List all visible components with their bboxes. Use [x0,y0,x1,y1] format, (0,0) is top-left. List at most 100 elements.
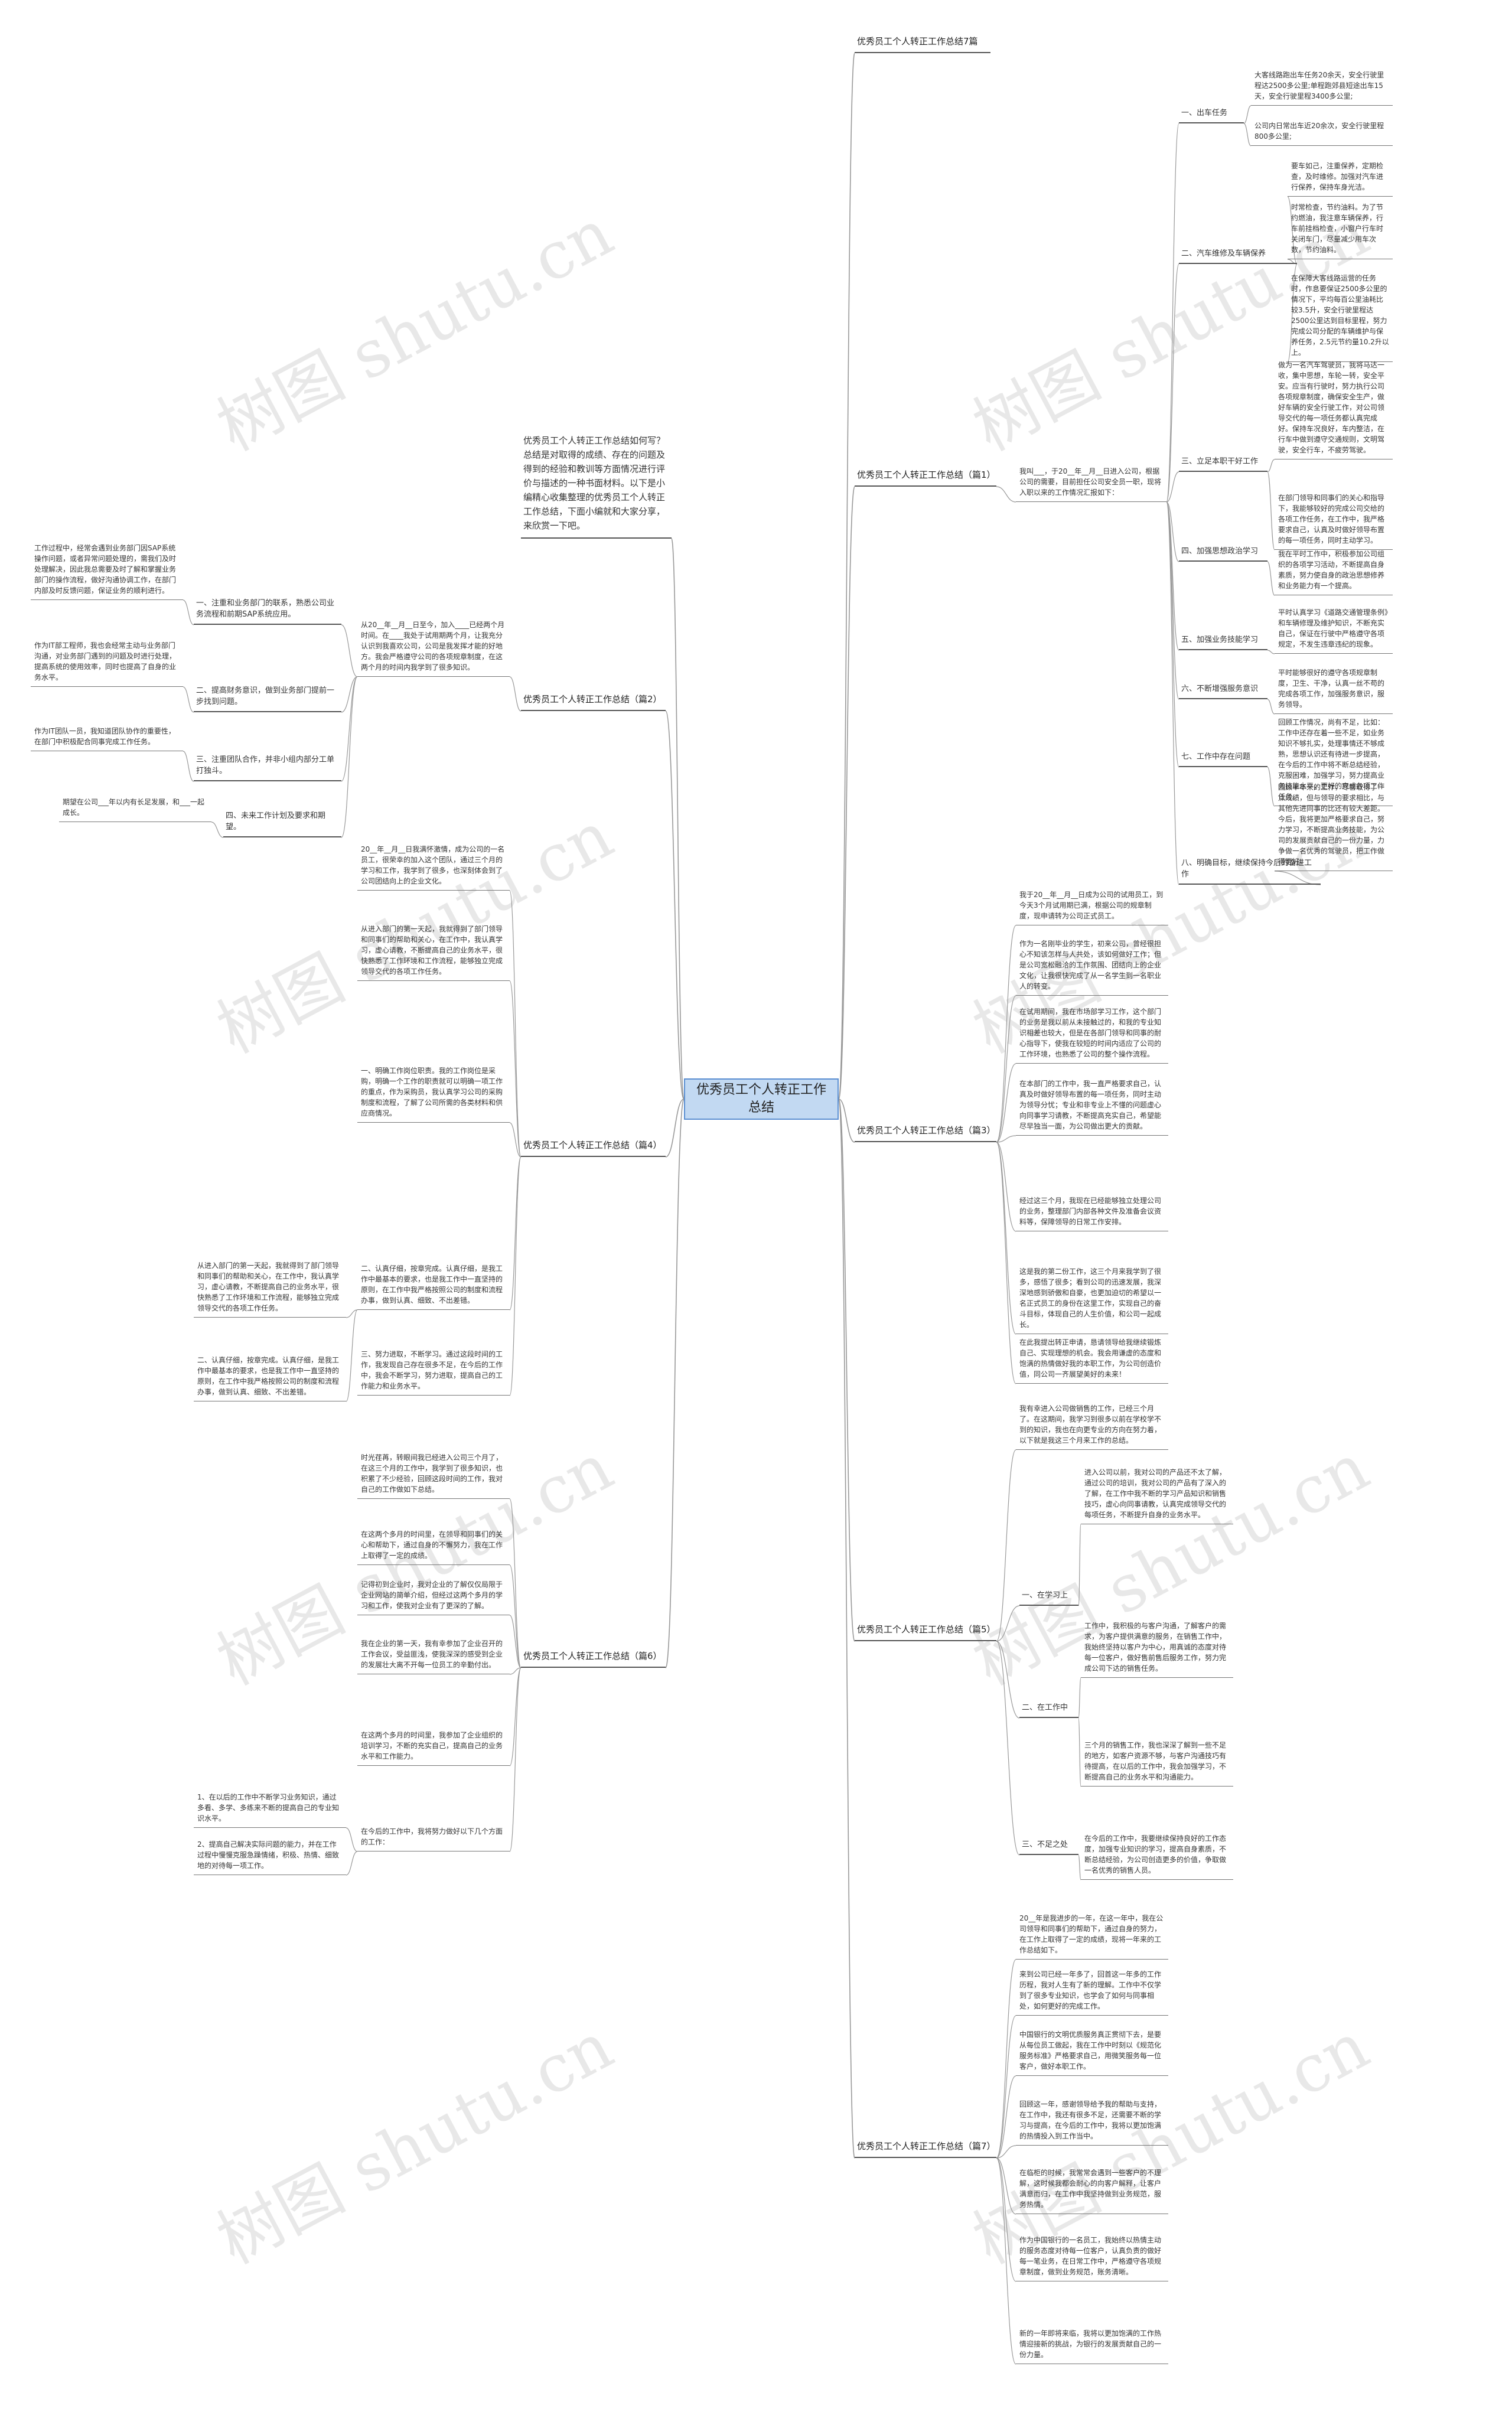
a1-leaf-1-2: 公司内日常出车近20余次，安全行驶里程800多公里; [1251,118,1393,146]
connector-line [346,1827,358,1852]
a5-leaf-3-1: 在今后的工作中，我要继续保持良好的工作态度，加强专业知识的学习，提高自身素质，不… [1081,1831,1233,1880]
connector-line [509,1667,522,1675]
connector-line [996,1142,1016,1232]
connector-line [346,1309,358,1318]
a7-leaf-4: 回顾这一年，感谢领导给予我的帮助与支持，在工作中，我还有很多不足，还需要不断的学… [1016,2097,1168,2146]
branch-label: 优秀员工个人转正工作总结（篇2） [521,691,666,711]
connector-line [838,53,855,1100]
connector-line [838,1098,855,2159]
connector-line [341,676,358,838]
connector-line [996,1142,1016,1335]
a1-leaf-5-1: 平时认真学习《道路交通管理条例》和车辆修理及维护知识，不断充实自己，保证在行驶中… [1275,605,1393,654]
a2-sub-2[interactable]: 二、提高财务意识，做到业务部门提前一步找到问题。 [194,684,341,712]
a6-leaf-3: 记得初到企业时，我对企业的了解仅仅局限于企业网站的简单介绍，但经过这两个多月的学… [357,1577,510,1615]
a2-sub-4[interactable]: 四、未来工作计划及要求和期望。 [223,809,341,837]
a6-leaf-5: 在这两个多月的时间里，我参加了企业组织的培训学习，不断的充实自己，提高自己的业务… [357,1727,510,1766]
connector-line [996,1142,1016,1384]
branch-article-1[interactable]: 优秀员工个人转正工作总结（篇1） [855,467,996,487]
connector-line [996,2157,1016,2365]
connector-line [838,1098,855,1143]
a7-leaf-2: 来到公司已经一年多了，回首这一年多的工作历程，我对人生有了新的理解。工作中不仅学… [1016,1967,1168,2016]
a5-sub-2[interactable]: 二、在工作中 [1019,1701,1078,1718]
branch-label: 优秀员工个人转正工作总结（篇4） [521,1137,666,1157]
a1-sub-6[interactable]: 六、不断增强服务意识 [1179,682,1267,699]
a1-sub-2[interactable]: 二、汽车维修及车辆保养 [1179,247,1297,264]
connector-line [1166,501,1179,885]
a3-leaf-4: 在本部门的工作中，我一直严格要求自己，认真及时做好领导布置的每一项任务，同时主动… [1016,1076,1168,1136]
a6-sub-2: 2、提高自己解决实际问题的能力，并在工作过程中慢慢克服急躁情绪，积极、热情、细致… [194,1837,346,1875]
intro-summary: 优秀员工个人转正工作总结如何写？总结是对取得的成绩、存在的问题及得到的经验和教训… [521,430,672,539]
connector-line [1166,501,1179,768]
a1-sub-5[interactable]: 五、加强业务技能学习 [1179,633,1267,650]
a6-leaf-2: 在这两个多月的时间里，在领导和同事们的关心和帮助下，通过自身的不懈努力，我在工作… [357,1527,510,1565]
a1-sub-7[interactable]: 七、工作中存在问题 [1179,750,1267,767]
connector-line [509,676,522,712]
a7-leaf-6: 作为中国银行的一名员工，我始终以热情主动的服务态度对待每一位客户，认真负责的做好… [1016,2232,1168,2281]
a6-leaf-6: 在今后的工作中，我将努力做好以下几个方面的工作： [357,1824,510,1851]
a5-leaf-1-1: 进入公司以前，我对公司的产品还不太了解，通过公司的培训，我对公司的产品有了深入的… [1081,1465,1233,1524]
a1-sub-8[interactable]: 八、明确目标，继续保持今后的奋进工作 [1179,856,1321,885]
a2-leaf-3-1: 作为IT团队一员，我知道团队协作的重要性，在部门中积极配合同事完成工作任务。 [31,723,183,751]
connector-line [346,1851,358,1876]
connector-line [996,2157,1016,2215]
connector-line [1287,263,1298,363]
connector-line [1243,123,1252,146]
connector-line [996,1135,1016,1143]
a1-sub-1[interactable]: 一、出车任务 [1179,106,1244,123]
a5-sub-3[interactable]: 三、不足之处 [1019,1838,1078,1855]
branch-article-4[interactable]: 优秀员工个人转正工作总结（篇4） [521,1137,666,1157]
a7-leaf-3: 中国银行的文明优质服务真正贯彻下去，是要从每位员工做起，我在工作中时刻以《规范化… [1016,2027,1168,2076]
a1-leaf-1-1: 大客线路跑出车任务20余天，安全行驶里程达2500多公里;单程跑郊县短途出车15… [1251,67,1393,106]
connector-line [996,1449,1016,1642]
a1-sub-4[interactable]: 四、加强思想政治学习 [1179,545,1267,562]
connector-line [509,1498,522,1668]
connector-line [665,710,685,1100]
connector-line [996,1641,1020,1856]
connector-line [341,676,358,782]
connector-line [1166,501,1179,562]
connector-line [509,1615,522,1668]
branch-overview[interactable]: 优秀员工个人转正工作总结7篇 [855,33,990,53]
root-topic[interactable]: 优秀员工个人转正工作总结 [684,1078,839,1120]
a4-note-1: 从进入部门的第一天起，我就得到了部门领导和同事们的帮助和关心，在工作中，我认真学… [194,1258,346,1318]
branch-article-2[interactable]: 优秀员工个人转正工作总结（篇2） [521,691,666,711]
a3-leaf-1: 我于20__年__月__日成为公司的试用员工，到今天3个月试用期已满，根据公司的… [1016,887,1168,925]
a2-sub-1[interactable]: 一、注重和业务部门的联系，熟悉公司业务流程和前期SAP系统应用。 [194,596,341,625]
a5-sub-1[interactable]: 一、在学习上 [1019,1589,1078,1606]
a2-sub-3[interactable]: 三、注重团队合作，并非小组内部分工单打独斗。 [194,753,341,781]
a1-leaf-2-2: 时常检查，节约油料。为了节约燃油，我注意车辆保养，行车前挂档检查，小窗户行车时关… [1288,200,1393,259]
connector-line [996,1641,1020,1719]
a1-sub-3[interactable]: 三、立足本职干好工作 [1179,455,1267,472]
connector-line [509,1156,522,1311]
connector-line [1267,699,1275,715]
connector-line [1166,263,1179,503]
branch-article-5[interactable]: 优秀员工个人转正工作总结（篇5） [855,1621,996,1641]
connector-line [183,599,194,625]
connector-line [1243,105,1252,124]
a2-leaf-2-1: 作为IT部工程师，我也会经常主动与业务部门沟通，对业务部门遇到的问题及时进行处理… [31,638,183,687]
connector-line [1166,123,1179,503]
branch-article-3[interactable]: 优秀员工个人转正工作总结（篇3） [855,1122,996,1142]
connector-line [665,1098,685,1668]
a1-leaf-3-2: 在部门领导和同事们的关心和指导下，我能够较好的完成公司交给的各项工作任务，在工作… [1275,490,1393,550]
branch-article-7[interactable]: 优秀员工个人转正工作总结（篇7） [855,2138,996,2158]
connector-line [1267,561,1275,596]
a1-leaf-7-1: 回顾工作情况，尚有不足，比如：工作中还存在着一些不足，如业务知识不够扎实，处理事… [1275,715,1393,806]
connector-line [996,1959,1016,2159]
connector-line [341,676,358,713]
branch-label: 优秀员工个人转正工作总结（篇5） [855,1621,996,1641]
connector-line [341,624,358,677]
a2-leaf-4-1: 期望在公司___年以内有长足发展，和___一起成长。 [59,794,211,822]
connector-line [509,1667,522,1766]
connector-line [183,686,194,713]
a5-leaf-2-2: 三个月的销售工作，我也深深了解到一些不足的地方，如客户资源不够，与客户沟通技巧有… [1081,1738,1233,1787]
connector-line [1078,1854,1081,1880]
a3-leaf-3: 在试用期间，我在市场部学习工作，这个部门的业务是我以前从未接触过的，和我的专业知… [1016,1004,1168,1064]
a6-leaf-4: 我在企业的第一天，我有幸参加了企业召开的工作会议，受益匪浅，使我深深的感受到企业… [357,1636,510,1674]
connector-line [346,1309,358,1402]
a4-leaf-3: 一、明确工作岗位职责。我的工作岗位是采购，明确一个工作的职责就可以明确一项工作的… [357,1063,510,1123]
branch-article-6[interactable]: 优秀员工个人转正工作总结（篇6） [521,1648,666,1668]
a1-leaf-2-3: 在保障大客线路运营的任务时，作息要保证2500多公里的情况下，平均每百公里油耗比… [1288,270,1393,362]
connector-line [1166,471,1179,503]
connector-line [838,1098,855,1642]
